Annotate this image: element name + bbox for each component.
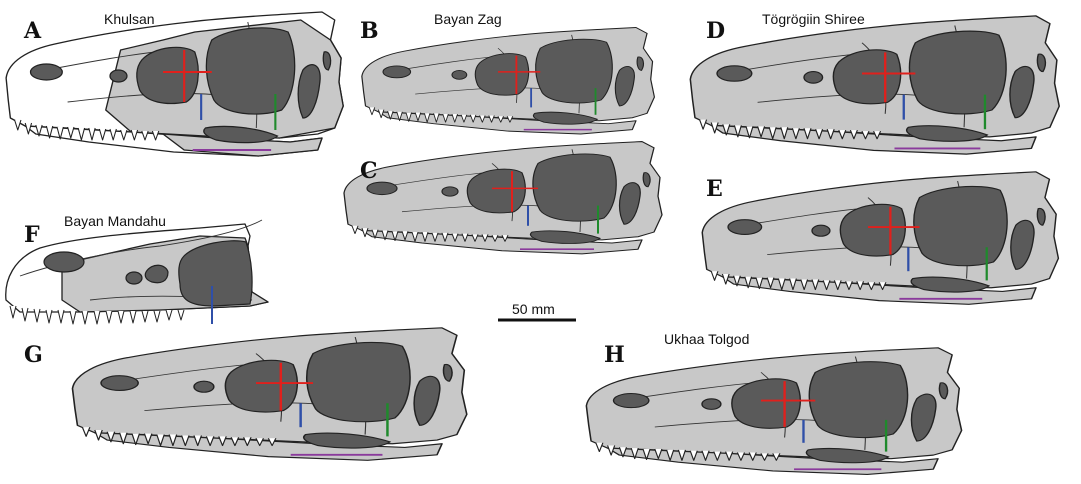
panel-f: F Bayan Mandahu <box>5 213 269 325</box>
panel-letter-h: H <box>604 342 625 368</box>
skull-a <box>5 11 344 157</box>
locality-label-f: Bayan Mandahu <box>64 213 166 229</box>
panel-d: D Tögrögiin Shiree <box>689 11 1060 155</box>
skull-f <box>5 219 269 325</box>
scale-bar-label: 50 mm <box>512 301 555 317</box>
panel-a: A Khulsan <box>5 11 344 157</box>
skull-g <box>71 327 468 462</box>
locality-label-d: Tögrögiin Shiree <box>762 11 865 27</box>
panel-letter-c: C <box>360 158 378 184</box>
panel-e: E <box>701 171 1060 306</box>
panel-h: H Ukhaa Tolgod <box>585 331 963 476</box>
panel-g: G <box>24 327 468 462</box>
skull-b <box>361 26 655 135</box>
skull-e <box>701 171 1060 306</box>
panel-letter-e: E <box>706 176 723 202</box>
panel-letter-d: D <box>706 18 725 44</box>
panel-b: B Bayan Zag <box>360 11 655 135</box>
panel-c: C <box>343 140 663 255</box>
locality-label-h: Ukhaa Tolgod <box>664 331 749 347</box>
skull-d <box>689 15 1060 155</box>
panel-letter-f: F <box>24 222 40 248</box>
scale-bar: 50 mm <box>498 301 576 322</box>
locality-label-b: Bayan Zag <box>434 11 502 27</box>
locality-label-a: Khulsan <box>104 11 155 27</box>
nostril-f <box>43 251 85 273</box>
skull-h <box>585 346 963 476</box>
panel-letter-g: G <box>24 342 43 368</box>
panel-letter-a: A <box>23 18 42 44</box>
panel-letter-b: B <box>360 18 379 44</box>
skull-c <box>343 140 663 255</box>
